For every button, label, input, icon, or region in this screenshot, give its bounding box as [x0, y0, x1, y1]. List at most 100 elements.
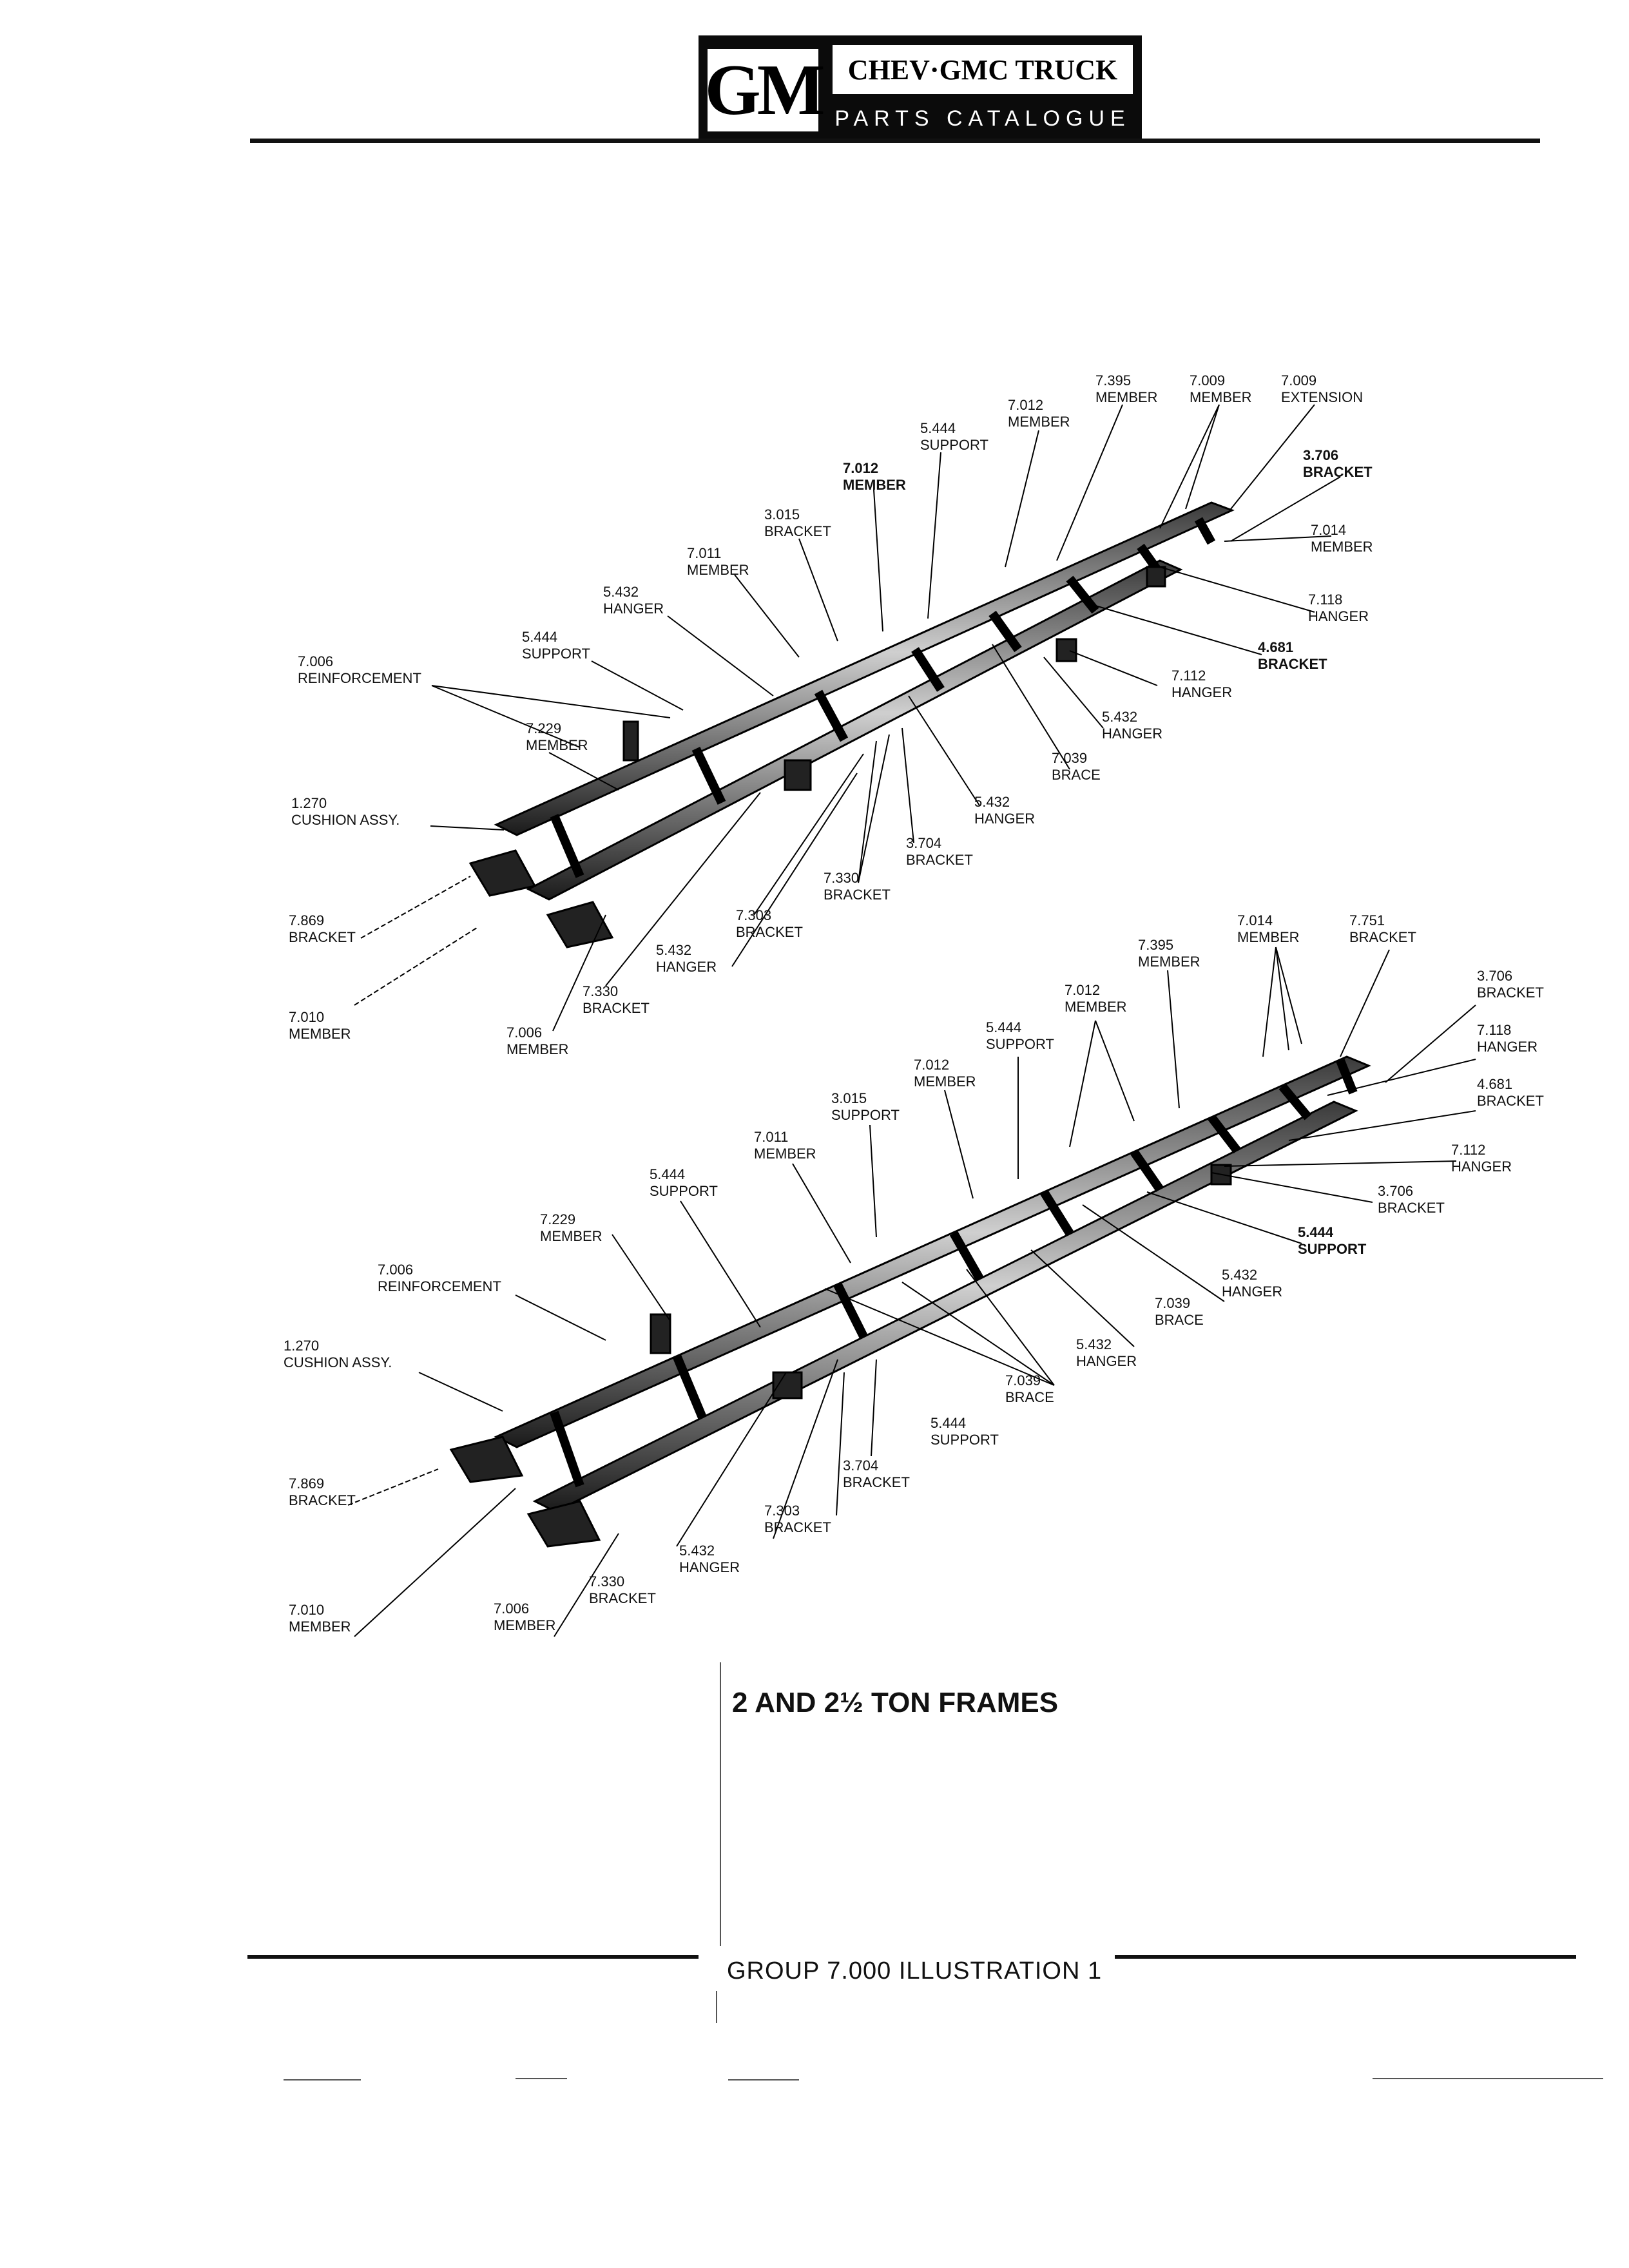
part-name: MEMBER: [506, 1041, 569, 1057]
part-name: HANGER: [603, 601, 664, 617]
part-name: MEMBER: [540, 1228, 602, 1244]
part-number: 7.869: [289, 912, 324, 928]
part-name: BRACKET: [824, 887, 891, 903]
part-number: 3.015: [831, 1090, 867, 1106]
part-number: 5.444: [986, 1019, 1021, 1035]
part-name: MEMBER: [1138, 954, 1200, 970]
part-name: MEMBER: [1008, 414, 1070, 430]
part-name: MEMBER: [754, 1146, 816, 1162]
part-name: CUSHION ASSY.: [284, 1354, 392, 1370]
part-number: 5.432: [603, 584, 639, 600]
part-name: BRACKET: [906, 852, 973, 868]
part-number: 5.444: [920, 420, 956, 436]
upper-frame-drawing: [468, 501, 1235, 948]
part-name: HANGER: [1451, 1158, 1512, 1175]
part-name: BRACE: [1005, 1389, 1054, 1405]
part-number: 5.432: [656, 942, 691, 958]
part-name: MEMBER: [1237, 929, 1300, 945]
part-name: MEMBER: [687, 562, 749, 578]
part-number: 5.444: [1298, 1224, 1334, 1240]
part-number: 7.330: [583, 983, 618, 999]
part-name: BRACKET: [583, 1000, 650, 1016]
part-name: SUPPORT: [522, 646, 590, 662]
part-number: 4.681: [1258, 639, 1293, 655]
part-name: BRACKET: [289, 1492, 356, 1508]
part-number: 1.270: [284, 1338, 319, 1354]
part-name: HANGER: [679, 1559, 740, 1575]
part-name: MEMBER: [1190, 389, 1252, 405]
part-name: SUPPORT: [986, 1036, 1054, 1052]
part-number: 3.706: [1378, 1183, 1413, 1199]
part-name: MEMBER: [1095, 389, 1158, 405]
part-name: MEMBER: [494, 1617, 556, 1633]
header-rule: [250, 139, 1540, 143]
part-number: 7.012: [843, 460, 878, 476]
part-number: 7.112: [1451, 1142, 1485, 1158]
part-name: BRACE: [1155, 1312, 1204, 1328]
part-name: REINFORCEMENT: [378, 1278, 501, 1294]
part-number: 3.015: [764, 506, 800, 523]
part-number: 7.011: [687, 545, 721, 561]
margin-marks: [284, 1662, 1603, 2081]
part-number: 7.006: [494, 1600, 529, 1617]
part-name: HANGER: [974, 811, 1035, 827]
part-number: 7.229: [526, 720, 561, 736]
part-name: HANGER: [1222, 1283, 1282, 1300]
part-name: MEMBER: [289, 1026, 351, 1042]
catalogue-subtitle: PARTS CATALOGUE: [834, 106, 1131, 131]
part-number: 7.395: [1095, 372, 1131, 389]
part-name: HANGER: [656, 959, 717, 975]
footer-rule-left: [247, 1955, 699, 1959]
lower-frame-drawing: [449, 1055, 1371, 1548]
part-number: 3.706: [1477, 968, 1512, 984]
part-name: HANGER: [1076, 1353, 1137, 1369]
part-name: HANGER: [1102, 726, 1162, 742]
part-number: 7.395: [1138, 937, 1173, 953]
upper-leader-lines: [354, 404, 1341, 1032]
gm-logo-mark: GM: [705, 49, 825, 131]
part-name: MEMBER: [526, 737, 588, 753]
part-number: 5.432: [1102, 709, 1137, 725]
part-name: BRACKET: [843, 1474, 910, 1490]
part-number: 7.012: [1008, 397, 1043, 413]
part-number: 5.432: [1076, 1336, 1112, 1352]
part-name: EXTENSION: [1281, 389, 1363, 405]
part-name: BRACKET: [589, 1590, 656, 1606]
part-name: HANGER: [1477, 1039, 1537, 1055]
part-number: 7.039: [1052, 750, 1087, 766]
part-name: HANGER: [1308, 608, 1369, 624]
part-number: 3.706: [1303, 447, 1338, 463]
part-number: 7.118: [1308, 591, 1342, 608]
part-name: BRACKET: [1258, 656, 1327, 672]
part-number: 7.006: [378, 1262, 413, 1278]
part-number: 5.444: [930, 1415, 966, 1431]
part-name: BRACKET: [289, 929, 356, 945]
footer-rule-right: [1115, 1955, 1576, 1959]
part-name: SUPPORT: [650, 1183, 718, 1199]
part-number: 7.303: [764, 1503, 800, 1519]
part-number: 7.303: [736, 907, 771, 923]
part-number: 7.012: [1065, 982, 1100, 998]
part-number: 3.704: [843, 1457, 878, 1474]
footer-group-label: GROUP 7.000 ILLUSTRATION 1: [727, 1957, 1103, 1984]
part-number: 7.010: [289, 1602, 324, 1618]
brand-title: CHEV·GMC TRUCK: [833, 45, 1133, 94]
part-name: REINFORCEMENT: [298, 670, 421, 686]
part-name: BRACKET: [1349, 929, 1416, 945]
part-name: BRACKET: [1477, 1093, 1544, 1109]
part-name: BRACE: [1052, 767, 1101, 783]
part-number: 7.330: [589, 1573, 624, 1590]
part-name: SUPPORT: [930, 1432, 999, 1448]
part-number: 3.704: [906, 835, 941, 851]
part-name: MEMBER: [1311, 539, 1373, 555]
part-number: 5.432: [679, 1542, 715, 1559]
part-number: 7.011: [754, 1129, 788, 1145]
part-number: 7.009: [1281, 372, 1316, 389]
part-name: MEMBER: [843, 477, 906, 493]
part-number: 4.681: [1477, 1076, 1512, 1092]
part-number: 7.751: [1349, 912, 1385, 928]
part-name: BRACKET: [736, 924, 803, 940]
part-name: MEMBER: [914, 1073, 976, 1090]
part-name: BRACKET: [764, 1519, 831, 1535]
